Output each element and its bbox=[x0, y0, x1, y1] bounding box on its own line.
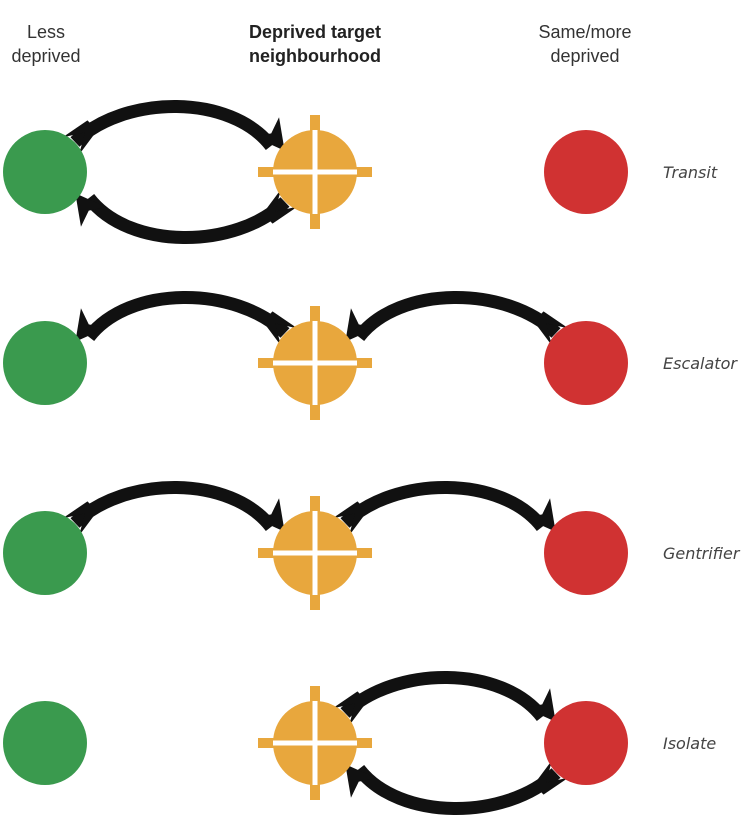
crosshair-line-horizontal bbox=[273, 360, 357, 366]
arrow-shaft bbox=[70, 100, 277, 151]
arrow-shaft bbox=[70, 481, 277, 532]
arrow-shaft bbox=[83, 193, 290, 244]
more-deprived-node bbox=[544, 701, 628, 785]
target-node bbox=[258, 115, 372, 229]
arrow-target-to-less-deprived bbox=[75, 291, 298, 346]
arrowhead bbox=[345, 308, 377, 342]
arrow-tail bbox=[262, 311, 298, 346]
arrow-target-to-more-deprived bbox=[332, 481, 556, 536]
more-deprived-node bbox=[544, 511, 628, 595]
arrow-tail bbox=[262, 189, 298, 224]
row-label: Isolate bbox=[663, 734, 716, 753]
column-header-less-deprived: Less deprived bbox=[0, 20, 92, 68]
arrow-shaft bbox=[340, 481, 548, 532]
arrow-tail bbox=[62, 120, 98, 155]
column-header-more-deprived: Same/more deprived bbox=[520, 20, 650, 68]
arrowhead bbox=[524, 498, 556, 532]
column-header-line: Less bbox=[26, 22, 66, 42]
less-deprived-node bbox=[3, 701, 87, 785]
column-header-line: Same/more bbox=[538, 22, 632, 42]
less-deprived-node bbox=[3, 321, 87, 405]
arrowhead bbox=[75, 193, 107, 227]
more-deprived-node bbox=[544, 321, 628, 405]
arrowhead bbox=[524, 688, 556, 722]
column-header-target: Deprived target neighbourhood bbox=[215, 20, 415, 68]
arrow-tail bbox=[533, 760, 569, 795]
column-header-line: Deprived target bbox=[248, 22, 382, 42]
arrow-tail bbox=[332, 501, 368, 536]
target-node bbox=[258, 686, 372, 800]
crosshair-line-horizontal bbox=[273, 550, 357, 556]
arrow-target-to-less-deprived bbox=[75, 189, 298, 244]
arrow-tail bbox=[533, 311, 569, 346]
arrow-target-to-more-deprived bbox=[332, 671, 556, 726]
row-label: Gentrifier bbox=[663, 544, 741, 563]
arrow-less-deprived-to-target bbox=[62, 481, 285, 536]
arrow-shaft bbox=[340, 671, 548, 722]
row-label: Transit bbox=[663, 163, 718, 182]
arrow-tail bbox=[62, 501, 98, 536]
column-header-line: neighbourhood bbox=[249, 46, 381, 66]
less-deprived-node bbox=[3, 130, 87, 214]
row-label: Escalator bbox=[663, 354, 738, 373]
target-node bbox=[258, 496, 372, 610]
less-deprived-node bbox=[3, 511, 87, 595]
more-deprived-node bbox=[544, 130, 628, 214]
target-node bbox=[258, 306, 372, 420]
crosshair-line-horizontal bbox=[273, 169, 357, 175]
arrow-shaft bbox=[83, 291, 290, 342]
arrowhead bbox=[345, 764, 377, 798]
arrow-less-deprived-to-target bbox=[62, 100, 285, 155]
arrow-tail bbox=[332, 691, 368, 726]
crosshair-line-horizontal bbox=[273, 740, 357, 746]
arrowhead bbox=[253, 117, 285, 151]
arrow-more-deprived-to-target bbox=[345, 760, 569, 815]
arrow-more-deprived-to-target bbox=[345, 291, 569, 346]
arrow-shaft bbox=[353, 291, 561, 342]
arrowhead bbox=[253, 498, 285, 532]
arrow-shaft bbox=[353, 764, 561, 815]
column-header-line: deprived bbox=[550, 46, 620, 66]
column-header-line: deprived bbox=[11, 46, 81, 66]
arrowhead bbox=[75, 308, 107, 342]
